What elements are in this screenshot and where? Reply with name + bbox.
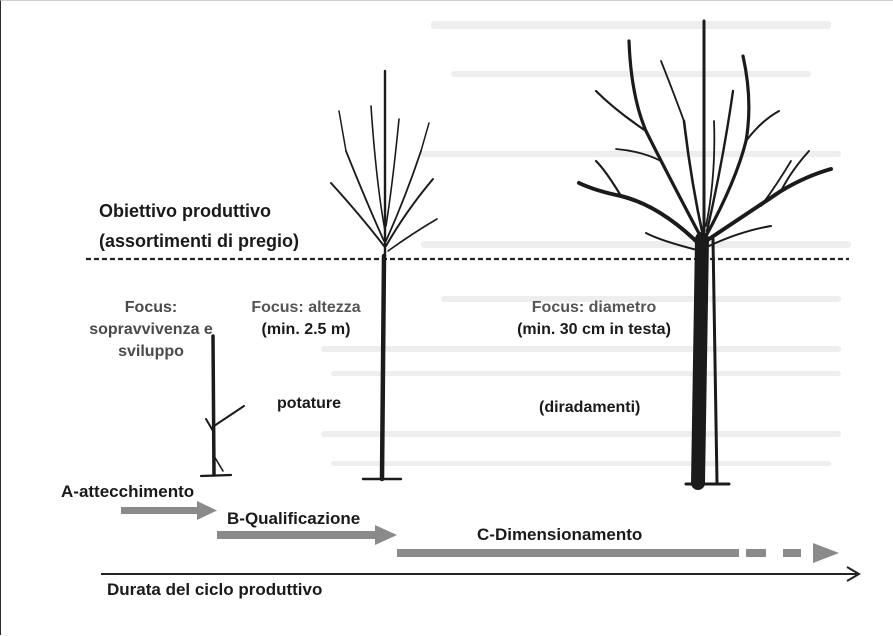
- phase-c-arrow: [397, 543, 839, 563]
- objective-line-1: Obiettivo produttivo: [99, 201, 271, 221]
- phase-a-arrow: [121, 501, 217, 520]
- focus-b-line-2: (min. 2.5 m): [261, 321, 351, 338]
- background-texture: [321, 21, 851, 466]
- tree-c-mature-tree: [577, 19, 833, 490]
- objective-label: Obiettivo produttivo (assortimenti di pr…: [99, 199, 299, 254]
- focus-a-label: Focus: sopravvivenza e sviluppo: [51, 297, 251, 363]
- tree-b-young-tree: [330, 69, 438, 482]
- focus-b-line-1: Focus: altezza: [251, 299, 361, 316]
- focus-a-line-1: Focus:: [124, 299, 178, 316]
- timeline-label: Durata del ciclo produttivo: [107, 580, 323, 599]
- focus-b-label: Focus: altezza (min. 2.5 m): [226, 297, 386, 341]
- objective-line-2: (assortimenti di pregio): [99, 231, 300, 251]
- focus-c-line-1: Focus: diametro: [531, 299, 657, 316]
- focus-c-line-2: (min. 30 cm in testa): [517, 321, 671, 338]
- focus-a-line-3: sviluppo: [118, 343, 184, 360]
- phase-b-arrow: [217, 525, 397, 545]
- phase-b-label: B-Qualificazione: [227, 509, 361, 528]
- intervention-c-label: (diradamenti): [539, 399, 641, 416]
- tree-a-sapling: [199, 334, 245, 478]
- timeline-arrow: [101, 566, 861, 582]
- focus-a-line-2: sopravvivenza e: [89, 321, 213, 338]
- focus-c-label: Focus: diametro (min. 30 cm in testa): [489, 297, 699, 341]
- phase-a-label: A-attecchimento: [61, 482, 195, 501]
- phase-c-label: C-Dimensionamento: [477, 525, 643, 544]
- intervention-b-label: potature: [277, 395, 341, 412]
